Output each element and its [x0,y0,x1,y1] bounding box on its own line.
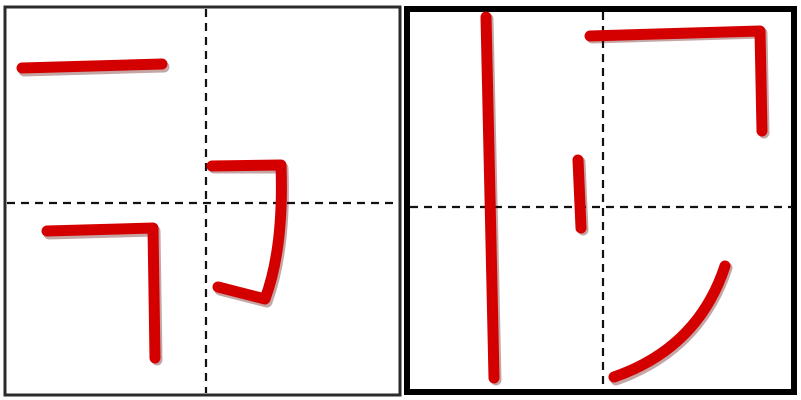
left-grid-frame [3,5,402,397]
left-stroke-turn-curve [206,159,287,305]
left-stroke-turn-down-shadow [43,225,163,366]
right-stroke-turn-down [584,25,768,137]
right-grid-frame [404,6,797,395]
left-stroke-turn-down [41,222,161,364]
left-practice-grid [3,5,402,397]
right-stroke-sweep [608,260,731,383]
right-stroke-short-vertical [572,154,587,234]
right-stroke-sweep-shadow [610,262,733,386]
right-stroke-vertical [480,11,500,384]
right-stroke-turn-down-shadow [586,27,770,139]
left-stroke-horizontal [16,58,168,74]
right-practice-grid [404,6,797,395]
